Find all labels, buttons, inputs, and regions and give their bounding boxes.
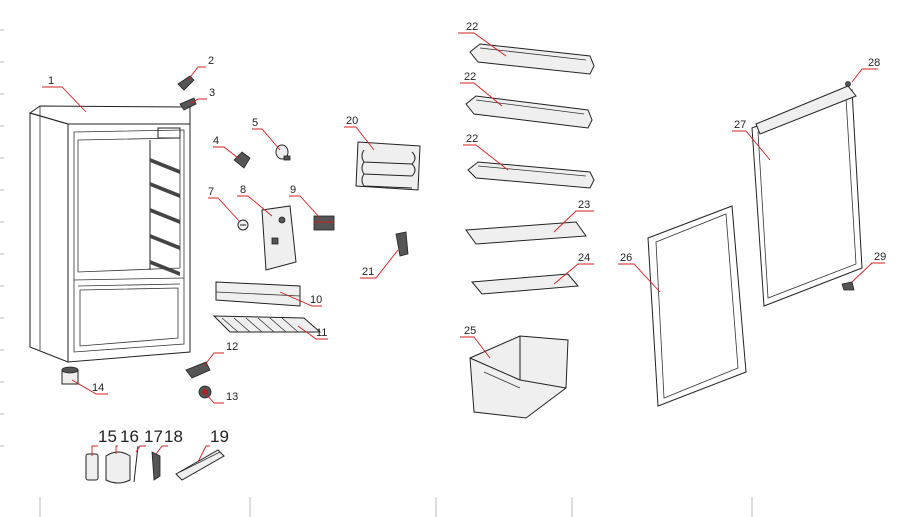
crisper-cover-drawing: [215, 281, 301, 307]
electrical-parts-drawing: [85, 445, 225, 484]
part-label-8: 8: [240, 184, 246, 196]
cabinet-drawing: [28, 105, 191, 363]
part-label-19: 19: [210, 427, 229, 446]
hinge-bottom-drawing: [185, 361, 211, 379]
part-label-26: 26: [620, 252, 632, 264]
part-label-1: 1: [48, 75, 54, 87]
door-top-hinge-drawing: [845, 81, 851, 87]
thermostat-knob-drawing: [233, 151, 251, 169]
part-label-22a: 22: [466, 21, 478, 33]
part-label-4: 4: [213, 135, 219, 147]
part-label-2: 2: [208, 55, 214, 67]
part-label-17: 17: [144, 427, 163, 446]
glass-shelf-drawings: [465, 221, 587, 295]
bottom-margin-ticks: [39, 497, 753, 517]
part-label-9: 9: [290, 184, 296, 196]
part-label-25: 25: [464, 325, 476, 337]
wire-shelf-drawing: [212, 315, 322, 333]
knob-drawing: [237, 219, 249, 231]
leveling-foot-drawing: [61, 366, 79, 385]
door-stopper-drawing: [841, 281, 855, 291]
part-label-21: 21: [362, 266, 374, 278]
part-label-15: 15: [98, 427, 117, 446]
foot-drawing: [198, 385, 212, 399]
part-label-14: 14: [92, 382, 104, 394]
door-gasket-drawing: [647, 205, 747, 407]
evaporator-drawing: [355, 141, 421, 191]
part-label-29: 29: [874, 251, 886, 263]
part-label-11: 11: [316, 327, 327, 339]
part-label-13: 13: [226, 391, 238, 403]
part-label-12: 12: [226, 341, 238, 353]
part-label-27: 27: [734, 119, 746, 131]
part-label-3: 3: [209, 87, 215, 99]
left-margin-ticks: [0, 29, 4, 447]
door-drawing: [751, 85, 863, 307]
part-label-7: 7: [208, 186, 214, 198]
bracket-drawing: [261, 205, 297, 271]
part-label-10: 10: [310, 294, 322, 306]
part-label-16: 16: [120, 427, 139, 446]
part-label-23: 23: [578, 199, 590, 211]
thermostat-drawing: [313, 215, 335, 231]
part-label-18: 18: [164, 427, 183, 446]
crisper-drawer-drawing: [469, 335, 569, 419]
door-balcony-drawings: [465, 43, 595, 189]
hinge-top-drawing: [177, 75, 197, 111]
leader-lines: [42, 32, 885, 463]
part-label-20: 20: [346, 115, 358, 127]
part-label-22b: 22: [464, 71, 476, 83]
part-labels: 1 2 3 4 5 7 8 9 10 11 12 13 14 15 16 17 …: [48, 21, 886, 446]
part-label-28: 28: [868, 57, 880, 69]
part-label-5: 5: [252, 117, 258, 129]
part-label-24: 24: [578, 252, 590, 264]
part-label-22c: 22: [466, 133, 478, 145]
clip-drawing: [395, 231, 409, 257]
